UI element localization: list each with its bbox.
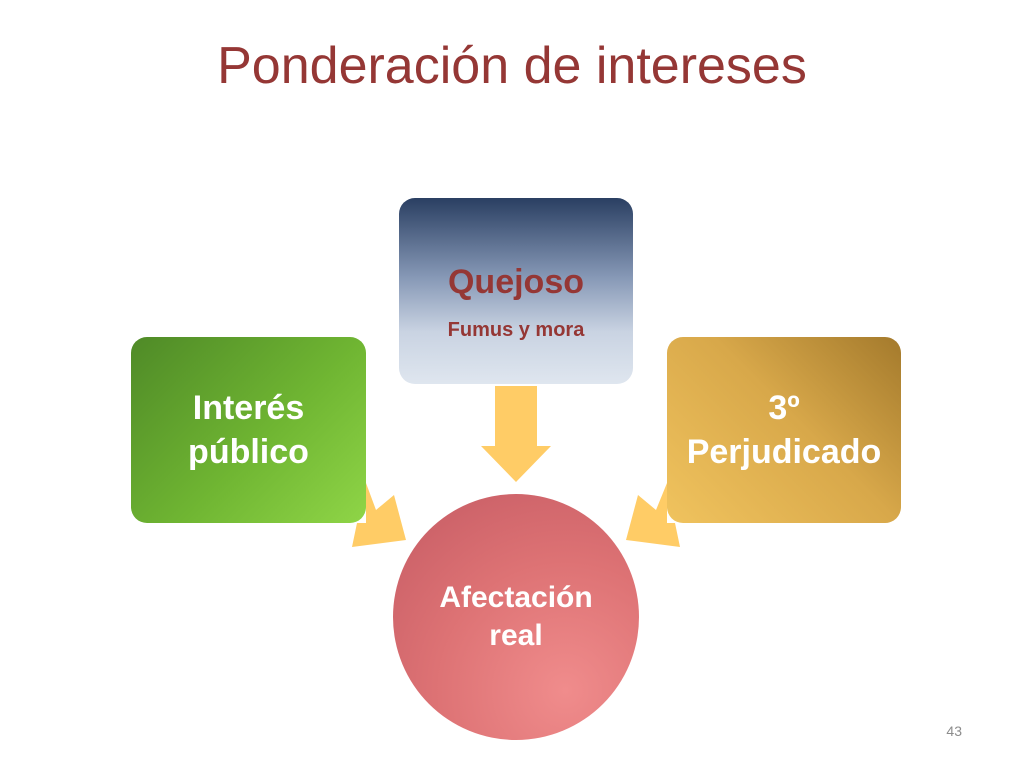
right-arrow [626, 483, 680, 547]
down-arrow [481, 386, 551, 482]
interes-publico-box: Interés público [131, 337, 366, 523]
page-number: 43 [946, 723, 962, 739]
quejoso-label: Quejoso [447, 263, 585, 301]
tercero-label-line1: 3º [768, 389, 800, 427]
interes-publico-label-line1: Interés [192, 389, 305, 427]
quejoso-sublabel: Fumus y mora [447, 319, 585, 341]
tercero-label-line2: Perjudicado [686, 433, 882, 471]
left-arrow [352, 483, 406, 547]
slide-title: Ponderación de intereses [217, 37, 807, 95]
quejoso-box: Quejoso Fumus y mora [399, 198, 633, 384]
afectacion-label-line1: Afectación [439, 581, 593, 614]
interes-publico-label-line2: público [188, 433, 309, 471]
afectacion-label-line2: real [489, 619, 543, 652]
tercero-perjudicado-box: 3º Perjudicado [667, 337, 901, 523]
afectacion-real-circle: Afectación real [393, 494, 639, 740]
